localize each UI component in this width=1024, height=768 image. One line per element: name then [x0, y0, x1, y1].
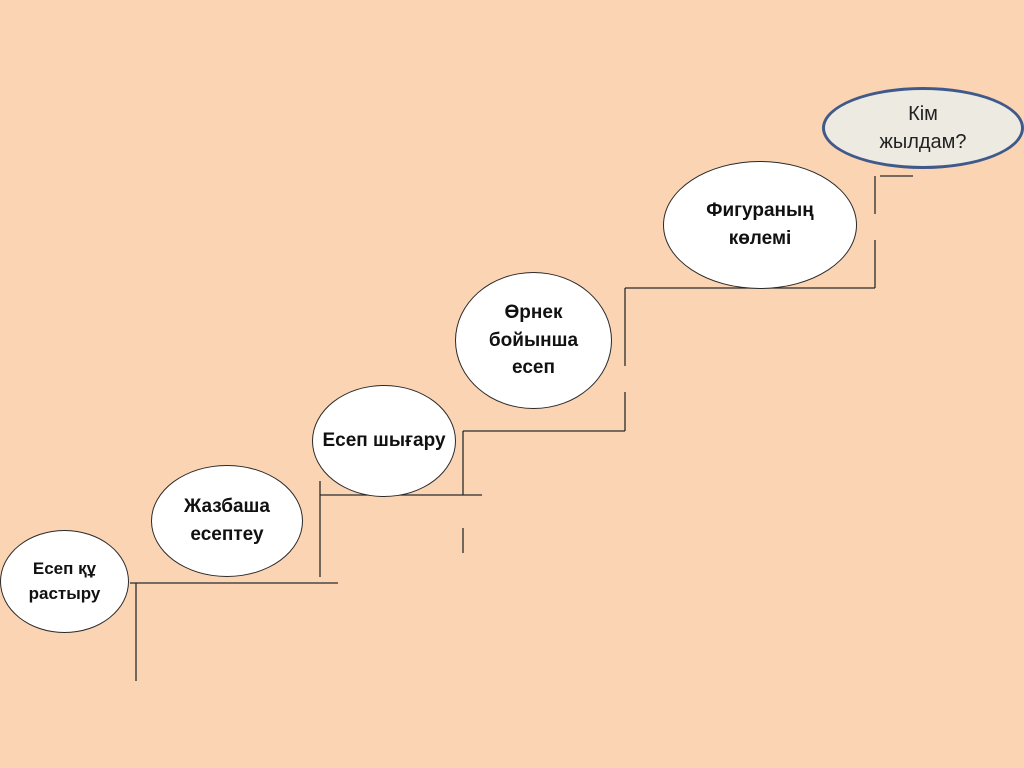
step-2-written-calculation: Жазбаша есептеу [151, 465, 303, 577]
step-5-figure-volume: Фигураның көлемі [663, 161, 857, 289]
step-1-compose-problem: Есеп құ растыру [0, 530, 129, 633]
step-3-solve-problem: Есеп шығару [312, 385, 456, 497]
step-4-expression-problem: Өрнек бойынша есеп [455, 272, 612, 409]
goal-who-is-fastest: Кім жылдам? [822, 87, 1024, 169]
